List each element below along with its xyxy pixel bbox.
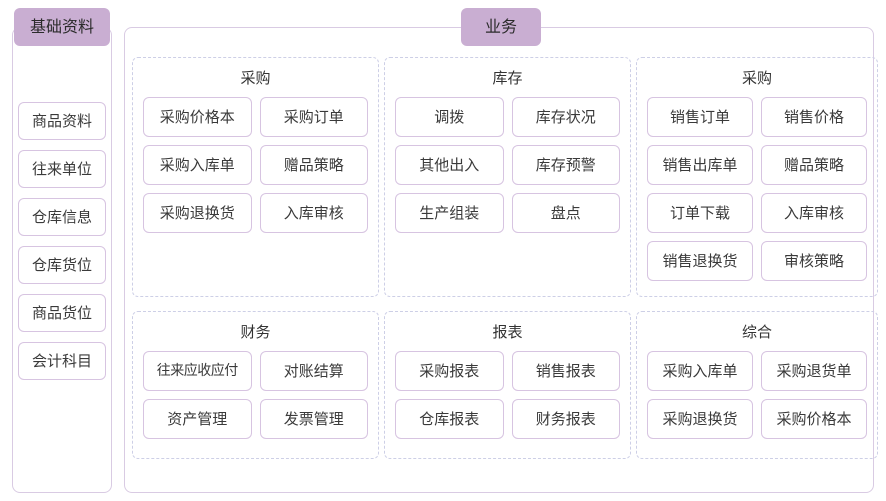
sidebar-item-3[interactable]: 仓库信息 <box>18 198 106 236</box>
business-group-3: 采购销售订单销售价格销售出库单赠品策略订单下载入库审核销售退换货审核策略 <box>636 57 878 297</box>
business-group-grid: 采购采购价格本采购订单采购入库单赠品策略采购退换货入库审核库存调拨库存状况其他出… <box>132 57 878 459</box>
group-1-item-5[interactable]: 采购退换货 <box>143 193 252 233</box>
group-2-item-2[interactable]: 库存状况 <box>511 97 620 137</box>
group-6-item-3[interactable]: 采购退换货 <box>647 399 753 439</box>
group-1-item-2[interactable]: 采购订单 <box>259 97 368 137</box>
group-6-item-4[interactable]: 采购价格本 <box>761 399 867 439</box>
group-title: 采购 <box>240 69 271 87</box>
sidebar-item-5[interactable]: 商品货位 <box>18 294 106 332</box>
group-4-item-2[interactable]: 对账结算 <box>259 351 368 391</box>
sidebar-item-1[interactable]: 商品资料 <box>18 102 106 140</box>
group-3-item-5[interactable]: 订单下载 <box>647 193 753 233</box>
group-item-list: 往来应收应付对账结算资产管理发票管理 <box>143 351 368 439</box>
group-3-item-3[interactable]: 销售出库单 <box>647 145 753 185</box>
sidebar-item-6[interactable]: 会计科目 <box>18 342 106 380</box>
group-5-item-4[interactable]: 财务报表 <box>511 399 620 439</box>
business-group-2: 库存调拨库存状况其他出入库存预警生产组装盘点 <box>384 57 631 297</box>
group-1-item-4[interactable]: 赠品策略 <box>259 145 368 185</box>
sidebar-item-2[interactable]: 往来单位 <box>18 150 106 188</box>
basic-data-item-list: 商品资料往来单位仓库信息仓库货位商品货位会计科目 <box>18 102 106 380</box>
group-5-item-1[interactable]: 采购报表 <box>395 351 504 391</box>
group-4-item-3[interactable]: 资产管理 <box>143 399 252 439</box>
group-4-item-4[interactable]: 发票管理 <box>259 399 368 439</box>
group-2-item-3[interactable]: 其他出入 <box>395 145 504 185</box>
group-title: 采购 <box>741 69 772 87</box>
group-2-item-6[interactable]: 盘点 <box>511 193 620 233</box>
group-title: 报表 <box>492 323 523 341</box>
group-item-list: 采购入库单采购退货单采购退换货采购价格本 <box>647 351 867 439</box>
business-group-6: 综合采购入库单采购退货单采购退换货采购价格本 <box>636 311 878 459</box>
group-3-item-4[interactable]: 赠品策略 <box>761 145 867 185</box>
group-title: 库存 <box>492 69 523 87</box>
group-1-item-3[interactable]: 采购入库单 <box>143 145 252 185</box>
group-4-item-1[interactable]: 往来应收应付 <box>143 351 252 391</box>
business-panel-title: 业务 <box>461 8 541 46</box>
group-2-item-4[interactable]: 库存预警 <box>511 145 620 185</box>
business-group-1: 采购采购价格本采购订单采购入库单赠品策略采购退换货入库审核 <box>132 57 379 297</box>
group-3-item-2[interactable]: 销售价格 <box>761 97 867 137</box>
group-3-item-7[interactable]: 销售退换货 <box>647 241 753 281</box>
group-title: 综合 <box>741 323 772 341</box>
group-2-item-5[interactable]: 生产组装 <box>395 193 504 233</box>
business-group-5: 报表采购报表销售报表仓库报表财务报表 <box>384 311 631 459</box>
sidebar-item-4[interactable]: 仓库货位 <box>18 246 106 284</box>
group-2-item-1[interactable]: 调拨 <box>395 97 504 137</box>
basic-data-panel-title: 基础资料 <box>14 8 110 46</box>
group-3-item-1[interactable]: 销售订单 <box>647 97 753 137</box>
business-group-4: 财务往来应收应付对账结算资产管理发票管理 <box>132 311 379 459</box>
group-3-item-6[interactable]: 入库审核 <box>761 193 867 233</box>
group-1-item-1[interactable]: 采购价格本 <box>143 97 252 137</box>
group-5-item-3[interactable]: 仓库报表 <box>395 399 504 439</box>
group-item-list: 采购报表销售报表仓库报表财务报表 <box>395 351 620 439</box>
group-item-list: 销售订单销售价格销售出库单赠品策略订单下载入库审核销售退换货审核策略 <box>647 97 867 281</box>
group-6-item-1[interactable]: 采购入库单 <box>647 351 753 391</box>
group-1-item-6[interactable]: 入库审核 <box>259 193 368 233</box>
group-item-list: 采购价格本采购订单采购入库单赠品策略采购退换货入库审核 <box>143 97 368 233</box>
group-3-item-8[interactable]: 审核策略 <box>761 241 867 281</box>
group-title: 财务 <box>240 323 271 341</box>
group-5-item-2[interactable]: 销售报表 <box>511 351 620 391</box>
group-6-item-2[interactable]: 采购退货单 <box>761 351 867 391</box>
group-item-list: 调拨库存状况其他出入库存预警生产组装盘点 <box>395 97 620 233</box>
